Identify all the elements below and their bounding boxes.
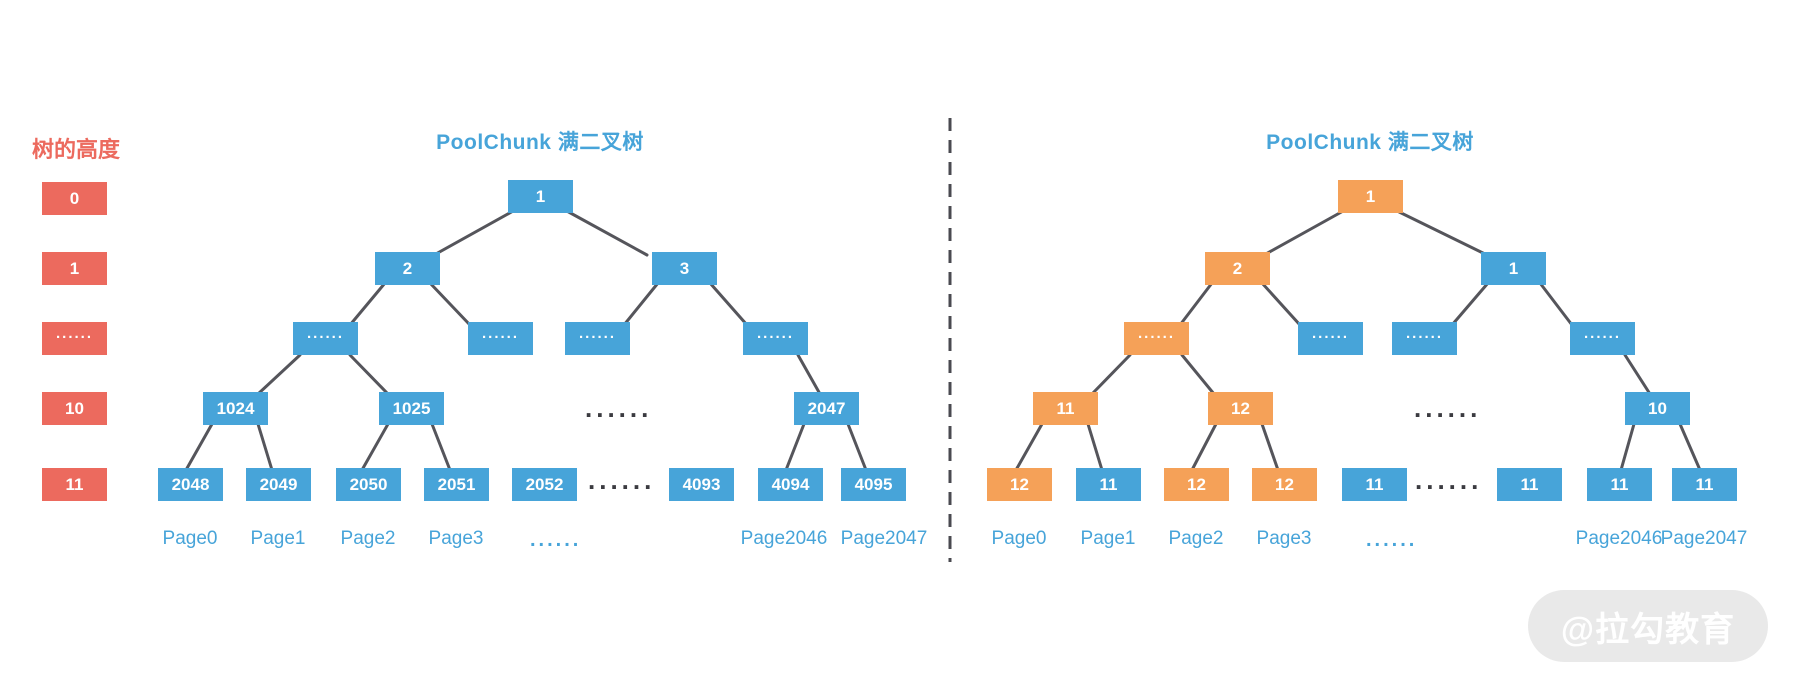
left-page-label: Page1	[250, 528, 306, 549]
watermark-badge: @拉勾教育	[1528, 590, 1768, 662]
legend-box-height-1: 1	[42, 252, 107, 285]
left-tree-node: 3	[652, 252, 717, 285]
right-page-label: Page1	[1080, 528, 1136, 549]
left-tree-leaf: 2051	[424, 468, 489, 501]
right-tree-node-ellipsis: ......	[1392, 322, 1457, 355]
right-tree-node-root: 1	[1338, 180, 1403, 213]
right-tree-node: 12	[1208, 392, 1273, 425]
right-tree-node: 2	[1205, 252, 1270, 285]
left-tree-node: 2	[375, 252, 440, 285]
left-page-label: Page3	[428, 528, 484, 549]
left-tree-leaf: 4093	[669, 468, 734, 501]
left-tree-leaf: 2050	[336, 468, 401, 501]
right-tree-leaf: 11	[1587, 468, 1652, 501]
legend-box-ellipsis: ......	[42, 322, 107, 355]
left-tree-title: PoolChunk 满二叉树	[436, 131, 644, 154]
right-tree-title: PoolChunk 满二叉树	[1266, 131, 1474, 154]
right-page-label: Page3	[1256, 528, 1312, 549]
legend-box-height-10: 10	[42, 392, 107, 425]
right-tree-leaf: 12	[1252, 468, 1317, 501]
legend-box-height-0: 0	[42, 182, 107, 215]
left-tree-leaf: 2048	[158, 468, 223, 501]
right-pages-dots: ......	[1366, 529, 1418, 551]
left-tree-leaf: 4094	[758, 468, 823, 501]
right-tree-level10-dots: ......	[1414, 393, 1482, 423]
left-tree-level11-dots: ......	[588, 465, 656, 495]
right-tree-leaf: 11	[1497, 468, 1562, 501]
right-tree-leaf: 11	[1342, 468, 1407, 501]
right-page-label: Page2	[1168, 528, 1224, 549]
right-tree-node: 1	[1481, 252, 1546, 285]
left-page-label: Page2047	[840, 528, 928, 549]
left-tree-node-ellipsis: ......	[293, 322, 358, 355]
right-page-label: Page0	[991, 528, 1047, 549]
right-tree-leaf: 11	[1672, 468, 1737, 501]
right-tree-level11-dots: ......	[1415, 465, 1483, 495]
right-page-label: Page2046	[1575, 528, 1663, 549]
left-pages-dots: ......	[530, 529, 582, 551]
left-tree-node: 1024	[203, 392, 268, 425]
legend-box-height-11: 11	[42, 468, 107, 501]
left-tree-leaf: 2049	[246, 468, 311, 501]
right-tree-node-ellipsis: ......	[1298, 322, 1363, 355]
right-tree-node: 11	[1033, 392, 1098, 425]
left-tree-node-ellipsis: ......	[565, 322, 630, 355]
right-tree-leaf: 12	[987, 468, 1052, 501]
left-tree-node-ellipsis: ......	[743, 322, 808, 355]
left-page-label: Page0	[162, 528, 218, 549]
left-page-label: Page2046	[740, 528, 828, 549]
left-tree-node-ellipsis: ......	[468, 322, 533, 355]
left-page-label: Page2	[340, 528, 396, 549]
left-tree-node: 2047	[794, 392, 859, 425]
left-tree-node-root: 1	[508, 180, 573, 213]
right-page-label: Page2047	[1660, 528, 1748, 549]
right-tree-node: 10	[1625, 392, 1690, 425]
left-tree-leaf: 4095	[841, 468, 906, 501]
left-tree-level10-dots: ......	[585, 393, 653, 423]
left-tree-leaf: 2052	[512, 468, 577, 501]
right-tree-node-ellipsis: ......	[1570, 322, 1635, 355]
left-tree-node: 1025	[379, 392, 444, 425]
watermark-text: @拉勾教育	[1560, 610, 1736, 649]
right-tree-leaf: 11	[1076, 468, 1141, 501]
right-tree-node-ellipsis: ......	[1124, 322, 1189, 355]
legend-title: 树的高度	[32, 137, 121, 162]
right-tree-leaf: 12	[1164, 468, 1229, 501]
